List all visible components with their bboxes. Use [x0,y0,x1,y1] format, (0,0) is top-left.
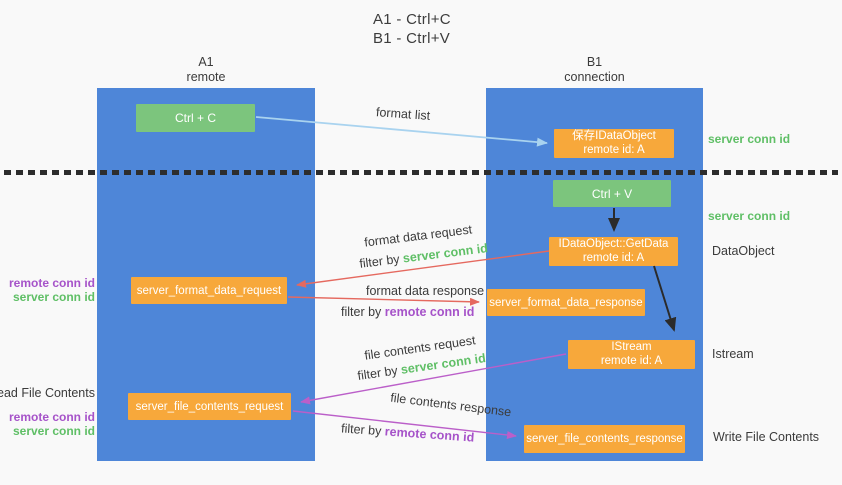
lane-a1-name: A1 [198,55,214,69]
node-server-file-contents-response: server_file_contents_response [524,425,685,453]
node-format-response-label: server_format_data_response [489,296,643,309]
lane-a1-role: remote [186,70,226,84]
filter-by-text: filter by [341,305,382,319]
lane-b1-name: B1 [586,55,603,69]
node-ctrl-v-label: Ctrl + V [591,186,633,201]
label-filter-by-remote-conn-id-2: filter by remote conn id [341,421,475,444]
left-label-remote-conn-id-1: remote conn id [8,276,95,290]
lane-b1-role: connection [564,70,625,84]
filter-by-text: filter by [340,421,382,439]
title-line-1: A1 - Ctrl+C [373,11,451,28]
node-server-format-data-request: server_format_data_request [131,277,287,304]
remote-conn-id-text: remote conn id [384,305,475,319]
node-server-file-contents-request: server_file_contents_request [128,393,291,420]
node-save-line2: remote id: A [583,143,645,156]
left-label-server-conn-id-1: server conn id [12,290,95,304]
lane-header-b1: B1 connection [486,55,703,85]
node-ctrl-c: Ctrl + C [136,104,255,132]
right-label-istream: Istream [712,347,754,361]
right-label-server-conn-id-1: server conn id [708,132,791,146]
node-getdata-line1: IDataObject::GetData [558,238,669,250]
label-filter-by-remote-conn-id-1: filter by remote conn id [341,305,474,319]
server-conn-id-text: server conn id [402,241,489,266]
node-save-line1: 保存IDataObject [572,130,656,142]
node-file-response-label: server_file_contents_response [526,433,683,445]
node-ctrl-c-label: Ctrl + C [174,111,216,125]
left-label-remote-conn-id-2: remote conn id [8,410,95,424]
node-istream: IStream remote id: A [568,340,695,369]
node-istream-line1: IStream [611,341,652,353]
filter-by-text: filter by [358,252,401,271]
node-idataobject-getdata: IDataObject::GetData remote id: A [549,237,678,266]
node-getdata-line2: remote id: A [582,251,645,264]
node-ctrl-v: Ctrl + V [553,180,671,207]
node-istream-line2: remote id: A [600,354,663,367]
right-label-dataobject: DataObject [712,244,775,258]
node-file-request-label: server_file_contents_request [135,400,284,413]
right-label-write-file-contents: Write File Contents [713,430,820,444]
right-label-server-conn-id-2: server conn id [708,209,791,223]
diagram-title: A1 - Ctrl+C B1 - Ctrl+V [373,10,451,48]
title-line-2: B1 - Ctrl+V [373,30,451,47]
left-label-server-conn-id-2: server conn id [12,424,95,438]
label-format-list: format list [375,105,431,123]
node-server-format-data-response: server_format_data_response [487,289,645,316]
remote-conn-id-text: remote conn id [384,424,475,445]
dotted-divider-line [4,170,838,175]
lane-header-a1: A1 remote [97,55,315,85]
filter-by-text: filter by [356,363,399,383]
node-format-request-label: server_format_data_request [136,284,282,297]
node-save-idataobject: 保存IDataObject remote id: A [554,129,674,158]
left-label-read-file-contents: Read File Contents [0,386,95,400]
label-format-data-response: format data response [366,284,485,298]
